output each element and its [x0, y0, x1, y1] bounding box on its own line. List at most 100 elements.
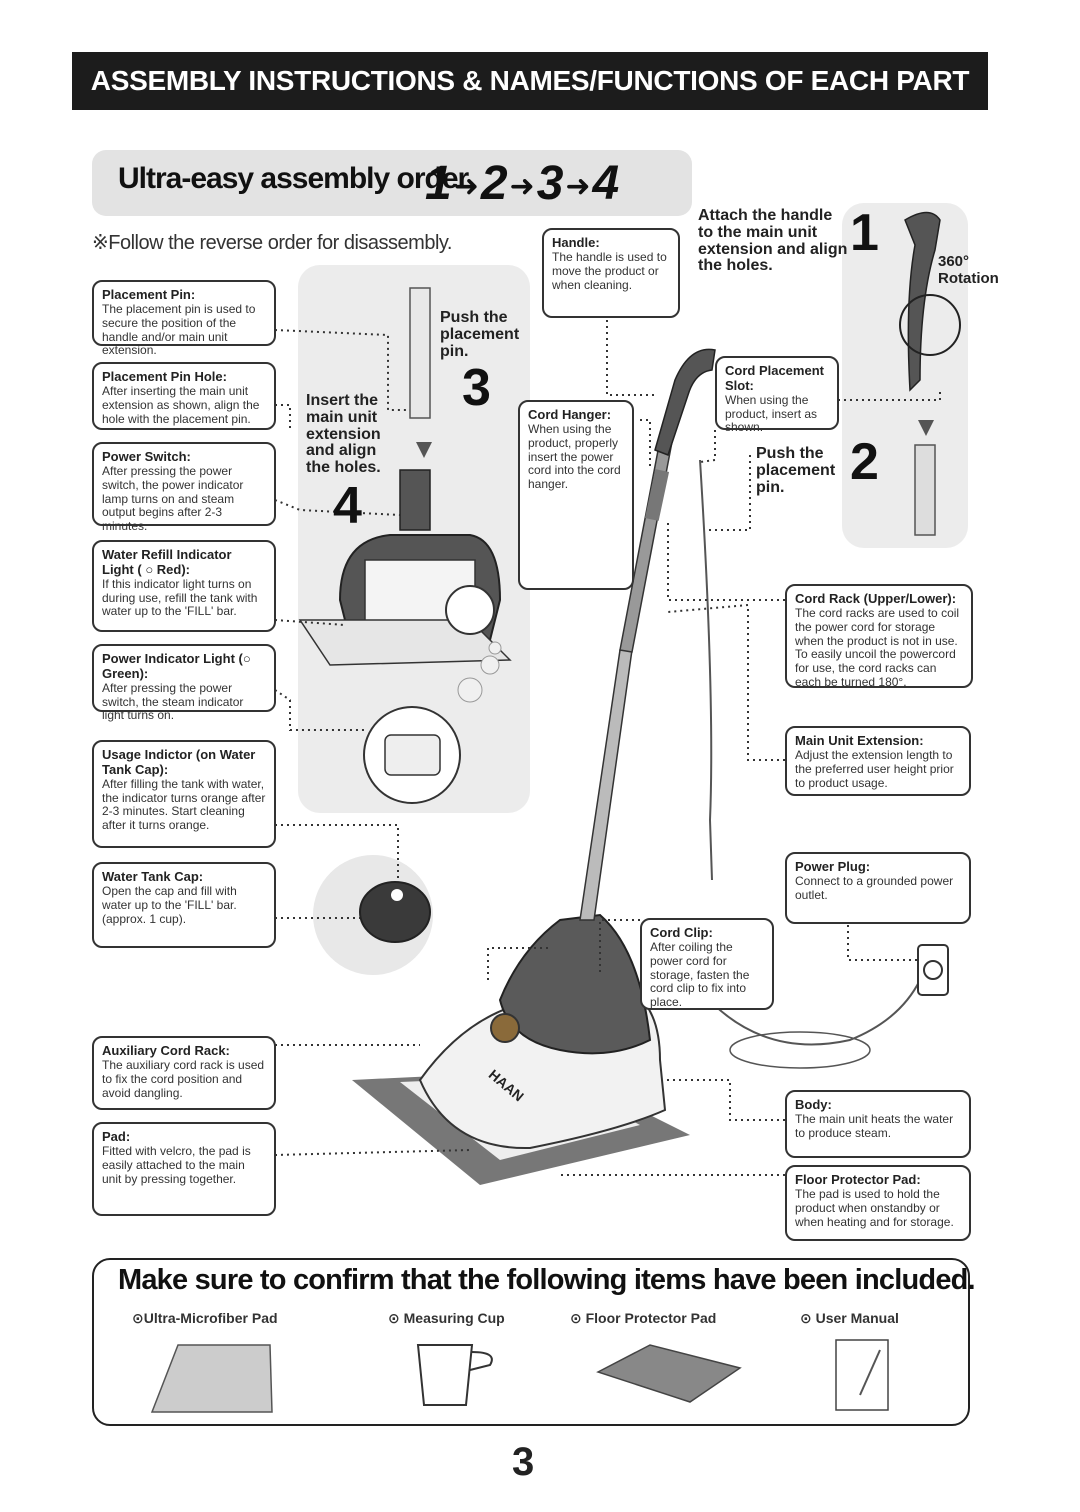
page-header: ASSEMBLY INSTRUCTIONS & NAMES/FUNCTIONS …	[72, 52, 988, 110]
callout-placement-pin-hole: Placement Pin Hole: After inserting the …	[92, 362, 276, 430]
callout-description: The auxiliary cord rack is used to fix t…	[102, 1057, 265, 1100]
arrow-right-icon: ➜	[509, 169, 537, 203]
callout-cord-rack: Cord Rack (Upper/Lower): The cord racks …	[785, 584, 973, 689]
callout-title: Body:	[795, 1097, 832, 1112]
floor-protector-pad-image	[596, 1344, 742, 1403]
callout-description: After filling the tank with water, the i…	[102, 776, 266, 833]
callout-title: Pad:	[102, 1129, 131, 1144]
included-items-box	[92, 1258, 970, 1426]
user-manual-image	[835, 1339, 889, 1411]
callout-description: The pad is used to hold the product when…	[795, 1186, 954, 1229]
assembly-steps: 1➜2➜3➜4	[425, 156, 621, 211]
callout-auxiliary-cord-rack: Auxiliary Cord Rack: The auxiliary cord …	[92, 1036, 276, 1110]
callout-cord-hanger: Cord Hanger: When using the product, pro…	[518, 400, 634, 590]
step-1-instruction: Attach the handle to the main unit exten…	[698, 207, 848, 275]
outlet-shape	[917, 944, 949, 996]
callout-title: Usage Indictor (on Water Tank Cap):	[102, 747, 256, 777]
callout-title: Water Refill Indicator Light ( ○ Red):	[102, 547, 232, 577]
body-shape	[498, 913, 652, 1055]
callout-title: Placement Pin:	[102, 287, 196, 302]
callout-description: Open the cap and fill with water up to t…	[102, 883, 237, 926]
rotation-arrow	[899, 294, 961, 356]
callout-title: Cord Hanger:	[528, 407, 612, 422]
indicator-shape	[384, 734, 441, 776]
measuring-cup-handle	[469, 1351, 493, 1371]
callout-placement-pin: Placement Pin: The placement pin is used…	[92, 280, 276, 357]
switch-shape	[644, 469, 670, 521]
rotation-label: 360° Rotation	[938, 253, 999, 287]
tube-shape	[914, 444, 936, 536]
callout-power-plug: Power Plug: Connect to a grounded power …	[785, 852, 971, 924]
step-4-number: 4	[333, 477, 362, 535]
callout-description: After coiling the power cord for storage…	[650, 939, 750, 1010]
included-item-measuring-cup: ⊙ Measuring Cup	[388, 1310, 505, 1326]
arrow-right-icon: ➜	[453, 169, 481, 203]
reverse-order-note: ※Follow the reverse order for disassembl…	[92, 232, 452, 254]
callout-main-unit-extension: Main Unit Extension: Adjust the extensio…	[785, 726, 971, 796]
arrow-right-icon: ➜	[565, 169, 593, 203]
callout-title: Cord Rack (Upper/Lower):	[795, 591, 957, 606]
water-drop	[488, 641, 502, 655]
handle-shape	[654, 348, 716, 456]
callout-pad: Pad: Fitted with velcro, the pad is easi…	[92, 1122, 276, 1216]
included-item-microfiber-pad: ⊙Ultra-Microfiber Pad	[132, 1310, 278, 1326]
connector-shape	[399, 469, 431, 531]
cap-indicator	[391, 889, 403, 901]
included-item-floor-protector-pad: ⊙ Floor Protector Pad	[570, 1310, 717, 1326]
arrow-down-icon	[918, 420, 934, 436]
callout-cord-placement-slot: Cord Placement Slot: When using the prod…	[715, 356, 839, 434]
callout-title: Power Plug:	[795, 859, 871, 874]
callout-floor-protector-pad: Floor Protector Pad: The pad is used to …	[785, 1165, 971, 1241]
cord-line	[699, 979, 921, 1046]
callout-water-refill-indicator: Water Refill Indicator Light ( ○ Red): I…	[92, 540, 276, 632]
step-3-number: 3	[462, 359, 491, 417]
callout-description: After inserting the main unit extension …	[102, 383, 260, 426]
callout-description: The handle is used to move the product o…	[552, 249, 667, 292]
callout-power-indicator-light: Power Indicator Light (○ Green): After p…	[92, 644, 276, 722]
callout-description: If this indicator light turns on during …	[102, 576, 258, 619]
callout-title: Auxiliary Cord Rack:	[102, 1043, 230, 1058]
step-1-number: 1	[850, 204, 879, 262]
callout-description: When using the product, properly insert …	[528, 421, 621, 492]
callout-title: Cord Placement Slot:	[725, 363, 824, 393]
light-zoom	[445, 585, 495, 635]
callout-usage-indicator: Usage Indictor (on Water Tank Cap): Afte…	[92, 740, 276, 848]
step-2-instruction: Push the placement pin.	[756, 445, 836, 496]
step-1-2-panel	[842, 203, 968, 548]
step-number: 4	[592, 157, 622, 210]
callout-description: The main unit heats the water to produce…	[795, 1111, 954, 1140]
step-number: 2	[480, 157, 510, 210]
water-drop	[457, 677, 483, 703]
callout-description: Connect to a grounded power outlet.	[795, 873, 954, 902]
cap-shape	[359, 881, 431, 943]
step-3-instruction: Push the placement pin.	[440, 309, 520, 360]
microfiber-pad-image	[150, 1344, 273, 1413]
arrow-down-icon	[416, 442, 432, 458]
step-4-instruction: Insert the main unit extension and align…	[306, 392, 381, 477]
callout-description: The placement pin is used to secure the …	[102, 301, 256, 358]
callout-cord-clip: Cord Clip: After coiling the power cord …	[640, 918, 774, 1010]
page-number: 3	[512, 1440, 535, 1484]
outlet-socket	[923, 960, 943, 980]
knob-shape	[490, 1013, 520, 1043]
step-2-number: 2	[850, 433, 879, 491]
callout-power-switch: Power Switch: After pressing the power s…	[92, 442, 276, 533]
included-items-title: Make sure to confirm that the following …	[118, 1264, 976, 1296]
cord-line	[699, 459, 713, 881]
included-item-user-manual: ⊙ User Manual	[800, 1310, 899, 1326]
callout-water-tank-cap: Water Tank Cap: Open the cap and fill wi…	[92, 862, 276, 948]
callout-description: When using the product, insert as shown.	[725, 392, 818, 435]
callout-description: Fitted with velcro, the pad is easily at…	[102, 1143, 251, 1186]
assembly-title: Ultra-easy assembly order	[118, 162, 469, 195]
callout-description: After pressing the power switch, the pow…	[102, 463, 244, 534]
callout-title: Handle:	[552, 235, 600, 250]
handle-detail-shape	[904, 211, 941, 392]
callout-title: Floor Protector Pad:	[795, 1172, 921, 1187]
cord-coil	[729, 1031, 871, 1069]
callout-description: The cord racks are used to coil the powe…	[795, 605, 960, 689]
callout-handle: Handle: The handle is used to move the p…	[542, 228, 680, 318]
user-manual-image-mop	[859, 1349, 881, 1396]
leader-lines	[274, 320, 941, 1176]
